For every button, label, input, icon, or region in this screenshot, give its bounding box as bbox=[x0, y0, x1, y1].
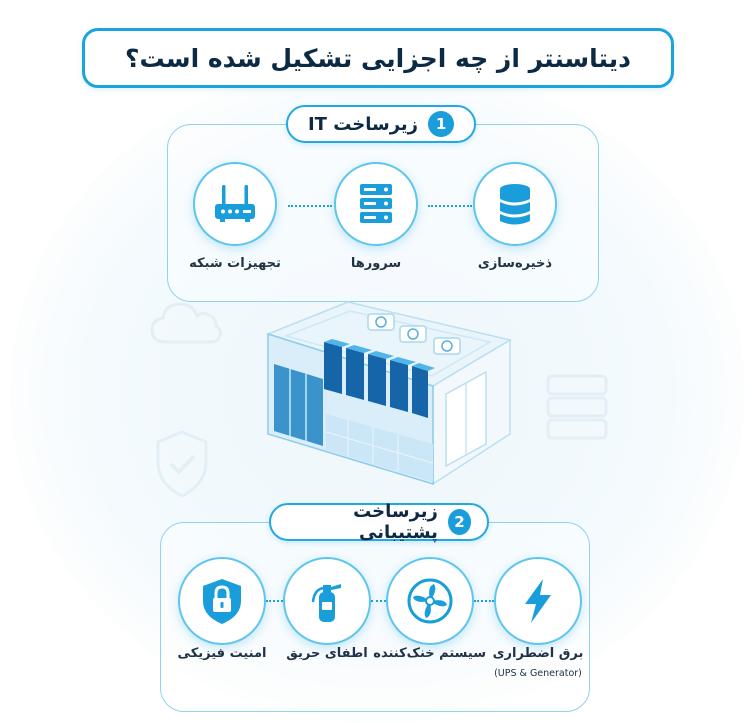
connector-dots bbox=[474, 600, 494, 602]
emergency-power-label: برق اضطراری bbox=[492, 646, 584, 661]
cloud-icon bbox=[150, 302, 222, 344]
it-section-header: 1 زیرساخت IT bbox=[286, 105, 476, 143]
physical-security-item bbox=[178, 557, 266, 645]
security-lock-icon bbox=[203, 579, 241, 624]
server-ghost-icon bbox=[546, 374, 608, 440]
storage-label: ذخیره‌سازی bbox=[477, 256, 553, 271]
connector-dots bbox=[371, 600, 386, 602]
physical-security-label: امنیت فیزیکی bbox=[177, 646, 267, 661]
network-item bbox=[193, 162, 277, 246]
server-rack-icon bbox=[360, 184, 392, 223]
fan-icon bbox=[407, 578, 453, 624]
support-section-header: 2 زیرساخت پشتیبانی bbox=[269, 501, 489, 543]
router-icon bbox=[215, 185, 255, 222]
fire-extinguisher-icon bbox=[311, 584, 341, 622]
cooling-system-label: سیستم خنک‌کننده bbox=[373, 646, 486, 661]
emergency-power-sublabel: (UPS & Generator) bbox=[494, 668, 582, 679]
fire-suppression-label: اطفای حریق bbox=[286, 646, 368, 661]
it-section-number: 1 bbox=[428, 111, 455, 137]
cooling-system-item bbox=[386, 557, 474, 645]
datacenter-building-illustration bbox=[265, 301, 512, 486]
lightning-icon bbox=[525, 579, 551, 623]
connector-dots bbox=[288, 205, 332, 207]
it-section-label: زیرساخت IT bbox=[307, 113, 419, 135]
servers-item bbox=[334, 162, 418, 246]
title-box: دیتاسنتر از چه اجزایی تشکیل شده است؟ bbox=[82, 28, 674, 88]
emergency-power-item bbox=[494, 557, 582, 645]
servers-label: سرورها bbox=[350, 256, 402, 271]
fire-suppression-item bbox=[283, 557, 371, 645]
support-section-number: 2 bbox=[447, 509, 471, 535]
connector-dots bbox=[266, 600, 283, 602]
storage-item bbox=[473, 162, 557, 246]
page-title: دیتاسنتر از چه اجزایی تشکیل شده است؟ bbox=[125, 43, 631, 73]
connector-dots bbox=[428, 205, 472, 207]
support-section-label: زیرساخت پشتیبانی bbox=[353, 501, 438, 543]
database-icon bbox=[500, 184, 530, 225]
network-label: تجهیزات شبکه bbox=[189, 256, 281, 271]
shield-check-icon bbox=[156, 430, 208, 498]
